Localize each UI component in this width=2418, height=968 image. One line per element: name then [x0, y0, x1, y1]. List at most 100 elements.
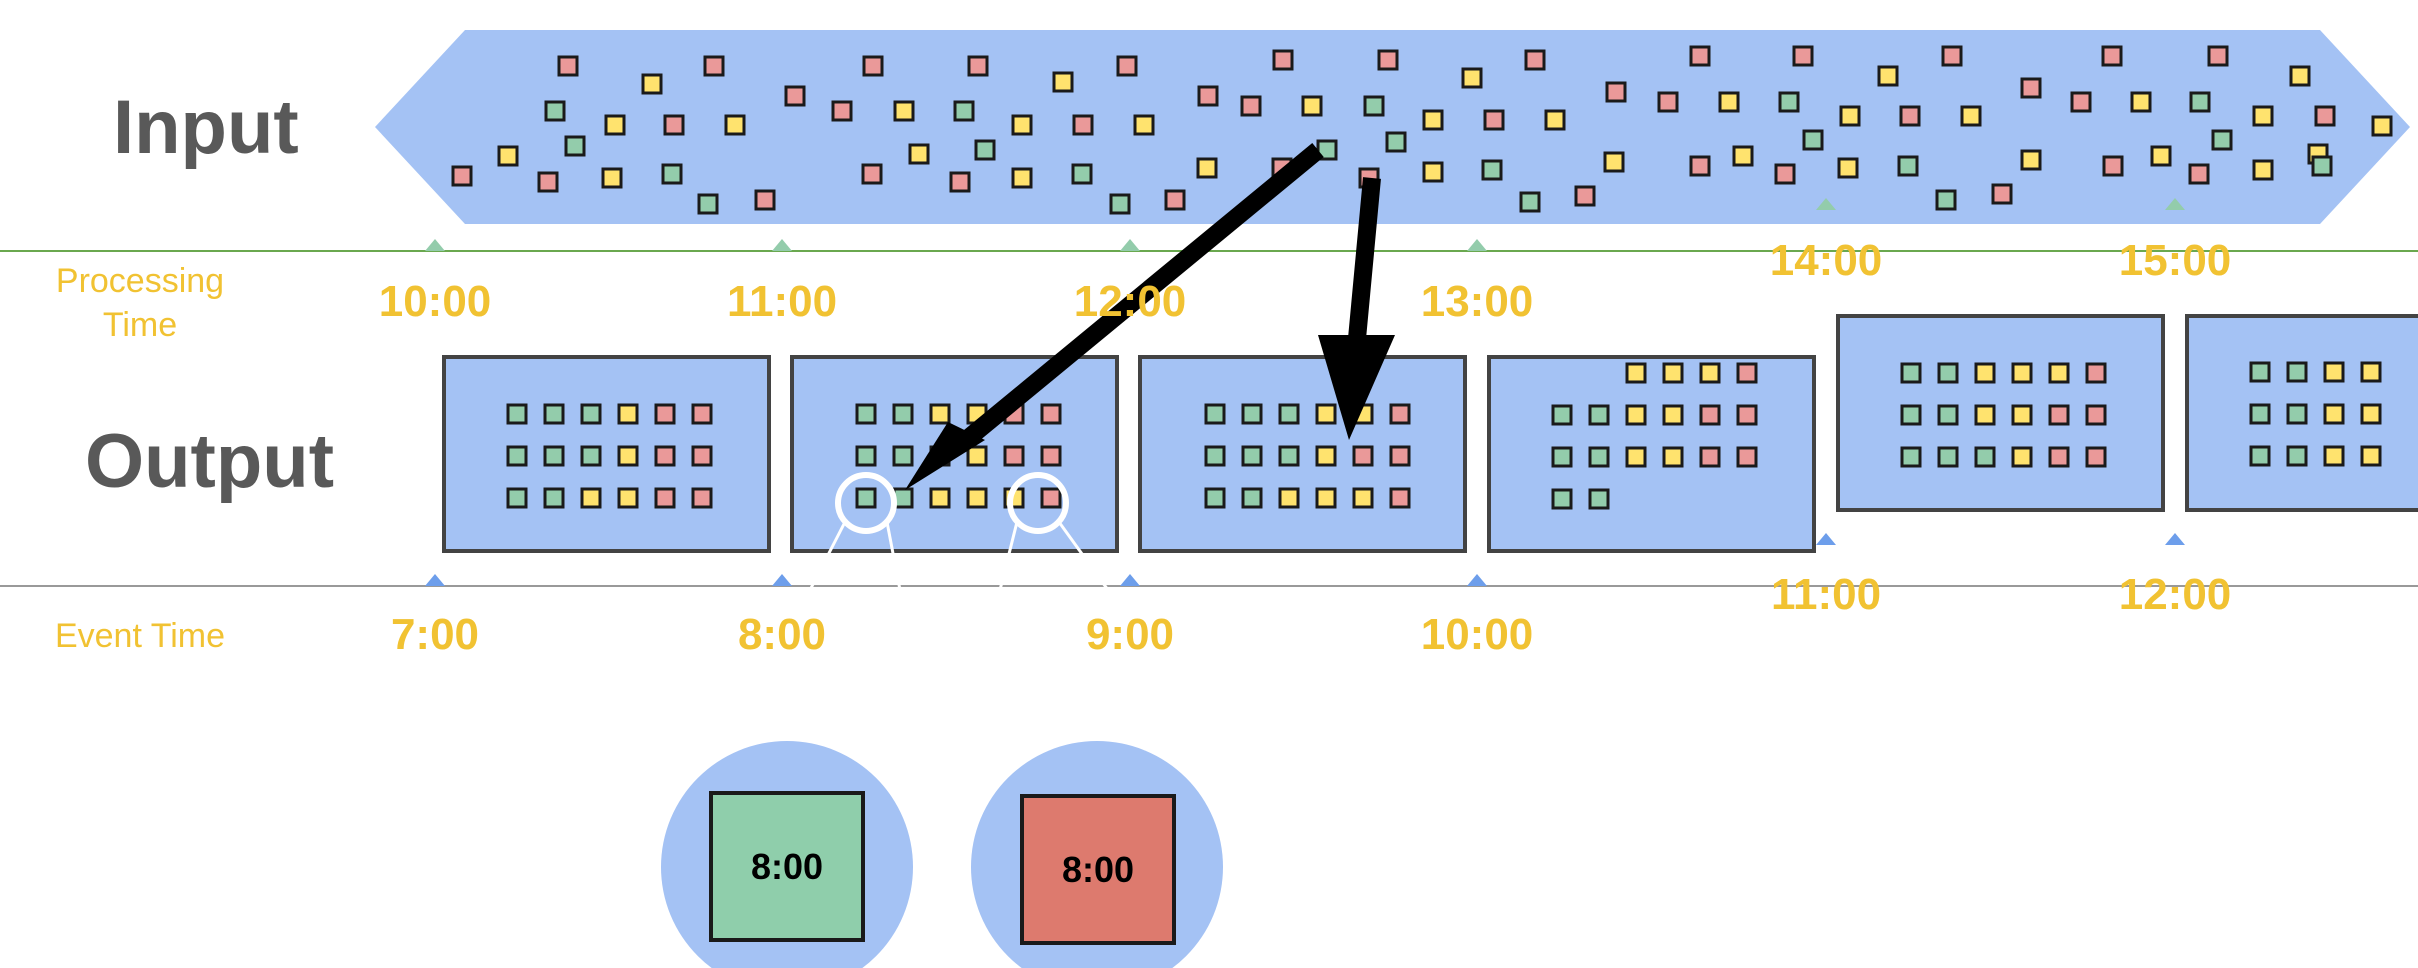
- processing-tick-label: 10:00: [378, 277, 492, 326]
- output-element: [1900, 362, 1922, 384]
- zoom-green-time: 8:00: [750, 846, 824, 887]
- output-element: [1699, 404, 1721, 426]
- input-element: [1240, 95, 1262, 117]
- output-element: [2360, 403, 2382, 425]
- input-element: [2211, 129, 2233, 151]
- input-element: [1422, 109, 1444, 131]
- input-element: [1116, 55, 1138, 77]
- input-element: [1196, 157, 1218, 179]
- event-tick-marker: [1467, 574, 1487, 586]
- output-element: [1278, 487, 1300, 509]
- event-tick-label: 7:00: [390, 610, 480, 659]
- input-element: [604, 114, 626, 136]
- output-element: [1551, 446, 1573, 468]
- input-element: [1164, 189, 1186, 211]
- input-element: [862, 55, 884, 77]
- event-tick-marker: [425, 574, 445, 586]
- input-element: [1774, 163, 1796, 185]
- output-element: [855, 403, 877, 425]
- input-element: [1897, 155, 1919, 177]
- output-element: [543, 403, 565, 425]
- output-element: [506, 487, 528, 509]
- input-element: [661, 163, 683, 185]
- output-element: [1204, 445, 1226, 467]
- event-tick-marker: [1816, 533, 1836, 545]
- input-element: [451, 165, 473, 187]
- input-element: [974, 139, 996, 161]
- output-heading: Output: [85, 419, 335, 504]
- input-element: [2020, 149, 2042, 171]
- event-tick-label: 9:00: [1085, 610, 1175, 659]
- input-element: [1941, 45, 1963, 67]
- output-element: [2085, 362, 2107, 384]
- input-element: [1011, 167, 1033, 189]
- output-window: [1836, 314, 2165, 512]
- input-element: [1524, 49, 1546, 71]
- input-element: [2102, 155, 2124, 177]
- input-element: [1657, 91, 1679, 113]
- output-element: [1389, 487, 1411, 509]
- output-element: [1937, 404, 1959, 426]
- input-element: [601, 167, 623, 189]
- output-element: [1551, 488, 1573, 510]
- output-element: [2286, 445, 2308, 467]
- output-element: [1736, 362, 1758, 384]
- output-element: [617, 445, 639, 467]
- output-element: [1937, 362, 1959, 384]
- input-element: [1052, 71, 1074, 93]
- input-element: [2189, 91, 2211, 113]
- input-element: [1991, 183, 2013, 205]
- input-element: [1689, 155, 1711, 177]
- event-tick-label: 12:00: [2118, 570, 2232, 619]
- output-element: [1736, 446, 1758, 468]
- input-element: [1483, 109, 1505, 131]
- output-element: [506, 403, 528, 425]
- output-element: [1315, 445, 1337, 467]
- output-element: [1003, 445, 1025, 467]
- output-element: [1588, 446, 1610, 468]
- output-element: [1040, 445, 1062, 467]
- output-element: [1625, 362, 1647, 384]
- output-element: [1588, 488, 1610, 510]
- input-element: [1792, 45, 1814, 67]
- output-element: [2048, 362, 2070, 384]
- output-element: [1352, 445, 1374, 467]
- input-element: [754, 189, 776, 211]
- processing-tick-marker: [772, 239, 792, 251]
- output-element: [691, 487, 713, 509]
- processing-time-label: Processing Time: [55, 262, 225, 344]
- output-element: [506, 445, 528, 467]
- event-tick-label: 11:00: [1770, 570, 1882, 619]
- input-element: [1603, 151, 1625, 173]
- output-element: [1974, 446, 1996, 468]
- output-element: [1278, 403, 1300, 425]
- output-element: [892, 403, 914, 425]
- output-element: [1551, 404, 1573, 426]
- output-element: [2360, 361, 2382, 383]
- input-element: [2314, 105, 2336, 127]
- output-element: [1736, 404, 1758, 426]
- input-element: [1689, 45, 1711, 67]
- output-windows: [442, 314, 2418, 553]
- input-element: [663, 114, 685, 136]
- output-element: [929, 487, 951, 509]
- arrow-red-head: [1318, 335, 1395, 440]
- input-element: [2371, 115, 2393, 137]
- input-heading: Input: [113, 85, 299, 170]
- output-element: [1699, 446, 1721, 468]
- processing-tick-marker: [2165, 198, 2185, 210]
- output-element: [2048, 404, 2070, 426]
- output-element: [1040, 403, 1062, 425]
- output-element: [654, 445, 676, 467]
- output-element: [2360, 445, 2382, 467]
- output-element: [2286, 361, 2308, 383]
- output-element: [892, 445, 914, 467]
- output-element: [1900, 404, 1922, 426]
- input-element: [2252, 159, 2274, 181]
- input-element: [1732, 145, 1754, 167]
- output-element: [617, 487, 639, 509]
- processing-tick-label: 11:00: [726, 277, 838, 326]
- output-element: [691, 403, 713, 425]
- input-element: [2070, 91, 2092, 113]
- input-element: [1519, 191, 1541, 213]
